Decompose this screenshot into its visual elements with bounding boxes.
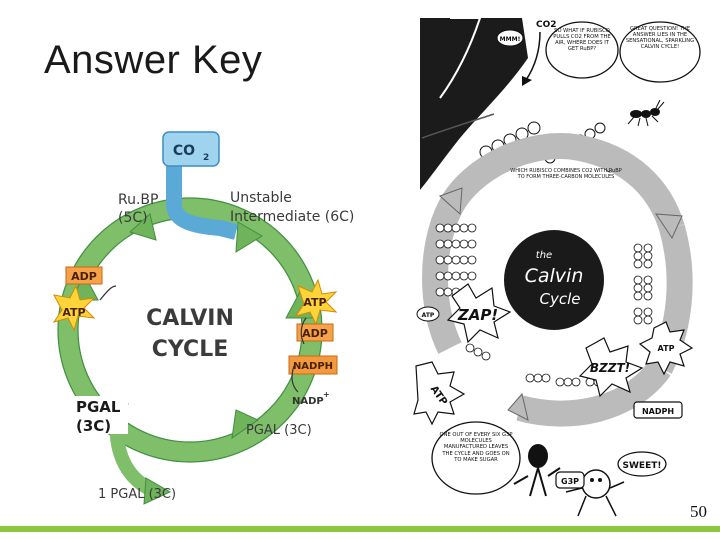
comic-co2-label: CO2 (536, 20, 557, 30)
adp-left-box (65, 266, 103, 285)
intermediate-label: Intermediate (6C) (230, 209, 354, 225)
comic-bubble-answer-text-box: GREAT QUESTION! THE ANSWER LIES IN THE S… (625, 26, 695, 50)
atp-left-label: ATP (62, 306, 85, 319)
comic-caption-text-box: ONE OUT OF EVERY SIX G3P MOLECULES MANUF… (439, 432, 513, 463)
comic-arc-text-box: WHICH RUBISCO COMBINES CO2 WITH RuBP TO … (510, 168, 622, 180)
adp-right-box (296, 323, 334, 342)
comic-nadph-box (633, 401, 683, 419)
rubp-carbons-label: (5C) (118, 210, 148, 226)
comic-atp-right-label: ATP (658, 344, 675, 353)
comic-sweet-label: SWEET! (623, 461, 662, 471)
comic-co2-arrow (525, 31, 541, 81)
comic-character-left-icon (513, 444, 561, 497)
comic-bubble-answer (619, 21, 701, 83)
comic-cycle-band-bottom (516, 359, 671, 427)
comic-cycle-arrowhead-top-left (439, 187, 463, 216)
pgal-left-label: PGAL (76, 398, 121, 416)
comic-zap-burst (446, 283, 512, 344)
ring-arrow-top-right (235, 221, 263, 253)
co2-funnel (166, 162, 238, 240)
comic-left-molecule-rows (435, 223, 477, 297)
slide-number: 50 (690, 502, 707, 521)
comic-sweet-bubble (617, 451, 667, 477)
comic-caption-bubble (431, 421, 521, 495)
comic-g3p-box (555, 471, 585, 489)
nadph-arrow (291, 365, 299, 393)
pgal-left-backdrop (72, 396, 128, 434)
atp-right-label: ATP (303, 296, 326, 309)
comic-zap-label: ZAP! (457, 306, 498, 324)
comic-atp-small-label: ATP (422, 312, 435, 319)
comic-bubble-question-text: SO WHAT IF RUBISCO PULLS CO2 FROM THE AI… (553, 28, 611, 52)
calvin-cycle-diagram: CO 2 Ru.BP (5C) Unstable Intermediate (6… (52, 131, 354, 505)
comic-atp-left-burst (413, 361, 466, 426)
comic-g3p-label: G3P (561, 477, 579, 486)
comic-bubble-answer-text: GREAT QUESTION! THE ANSWER LIES IN THE S… (625, 26, 695, 50)
comic-cycle-band-left (422, 202, 462, 354)
co2-label: CO (173, 143, 195, 159)
comic-bzzt-burst (578, 337, 644, 398)
comic-center-the: the (536, 250, 552, 261)
nadph-label: NADPH (293, 361, 333, 372)
pgal-right-label: PGAL (3C) (246, 423, 312, 438)
co2-subscript: 2 (203, 153, 209, 163)
pgal-left-carbons: (3C) (76, 417, 111, 435)
footer-accent-bar (0, 526, 720, 532)
comic-bottom-molecules (465, 343, 611, 387)
adp-right-label: ADP (302, 327, 328, 340)
comic-bubble-question-text-box: SO WHAT IF RUBISCO PULLS CO2 FROM THE AI… (553, 28, 611, 52)
comic-co2-arrowhead (522, 76, 532, 86)
comic-atp-right-burst (638, 321, 694, 376)
atp-left-star (52, 284, 96, 332)
comic-character-right-icon (565, 469, 625, 517)
slide-title: Answer Key (44, 38, 263, 82)
comic-atp-small-bubble (416, 306, 440, 322)
co2-box (162, 131, 220, 167)
nadp-superscript: + (323, 390, 330, 399)
ring-arrow-top-left (129, 213, 157, 241)
comic-arc-text: WHICH RUBISCO COMBINES CO2 WITH RuBP TO … (510, 168, 622, 180)
comic-bzzt-label: BZZT! (590, 361, 630, 375)
comic-cycle-arrowhead-right (655, 213, 683, 240)
comic-wedge-highlight (439, 18, 482, 99)
nadp-label: NADP (292, 396, 324, 407)
atp-right-star (294, 278, 338, 326)
comic-mmm-label: MMM! (500, 36, 521, 43)
comic-center-circle (504, 230, 604, 330)
ring-arrow-bottom-right (231, 409, 260, 440)
unstable-label: Unstable (230, 190, 292, 206)
center-cycle-label: CYCLE (152, 337, 228, 362)
comic-cycle-arrowhead-bottom (507, 392, 529, 421)
comic-bubble-question (545, 21, 619, 79)
comic-caption-text: ONE OUT OF EVERY SIX G3P MOLECULES MANUF… (439, 432, 513, 463)
comic-right-molecule-columns (633, 243, 653, 325)
comic-center-cycle: Cycle (540, 290, 581, 308)
atp-left-arrow (99, 285, 117, 301)
center-calvin-label: CALVIN (146, 306, 234, 331)
adp-left-label: ADP (71, 270, 97, 283)
nadph-box (288, 355, 338, 375)
comic-dark-wedge (420, 18, 528, 190)
pgal-exit-arrow (143, 477, 172, 505)
pgal-bottom-label: 1 PGAL (3C) (98, 487, 176, 502)
comic-nadph-label: NADPH (642, 407, 674, 416)
comic-center-calvin: Calvin (525, 265, 584, 287)
comic-cycle-band-top (438, 133, 685, 233)
comic-ant-icon (627, 99, 665, 127)
calvin-comic-panel: CO2 SO WHAT IF RUBISCO PULLS CO2 FROM TH… (410, 18, 708, 528)
comic-leaf-vein (421, 113, 495, 139)
rubp-label: Ru.BP (118, 192, 158, 208)
comic-bubble-mmm (496, 29, 524, 47)
atp-right-arrow (300, 317, 307, 345)
